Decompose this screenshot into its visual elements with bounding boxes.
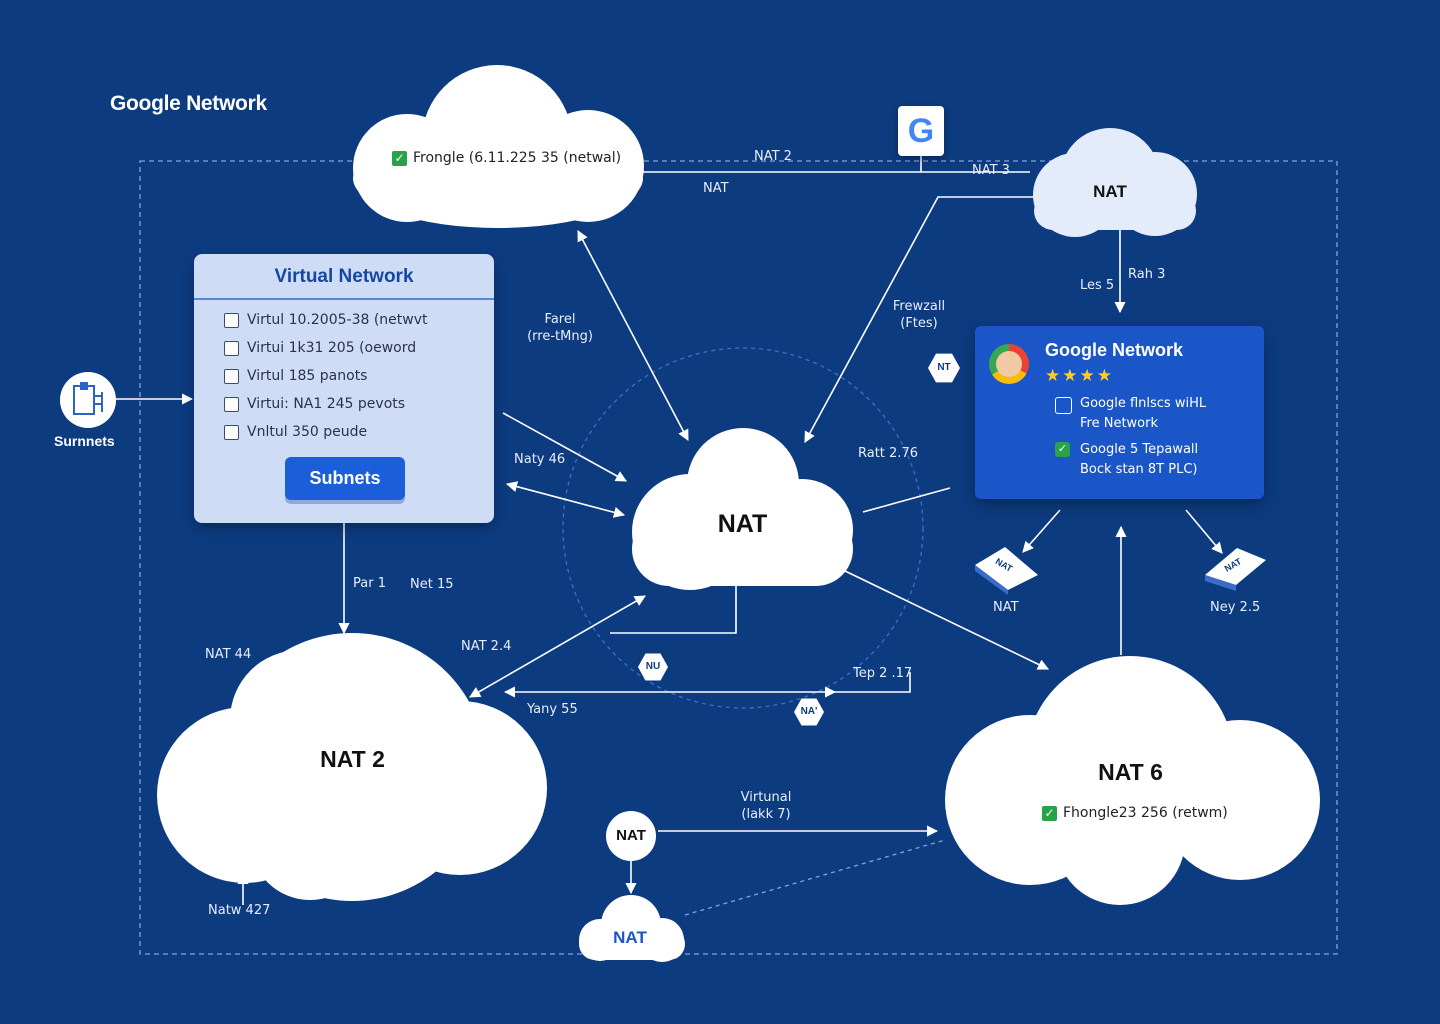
label-tep217: Tep 2 .17 bbox=[853, 666, 913, 681]
link-top-cloud-center bbox=[577, 230, 689, 441]
subnets-icon-label: Surnnets bbox=[54, 433, 115, 449]
rating-stars: ★★★★ bbox=[1045, 366, 1114, 385]
cloud-right-bottom-label: NAT 6 bbox=[1098, 759, 1163, 785]
center-halo bbox=[562, 347, 924, 709]
cloud-right-bottom-text: Fhongle23 256 (retwm) bbox=[1063, 805, 1228, 821]
label-natw427: Natw 427 bbox=[208, 903, 271, 918]
link-vnet-center-1 bbox=[502, 412, 627, 482]
cloud-top-text: Frongle (6.11.225 35 (netwal) bbox=[413, 150, 622, 166]
label-nat-top: NAT bbox=[703, 181, 729, 196]
page-title: Google Network bbox=[110, 92, 267, 115]
link-gcard-left-diamond bbox=[1022, 509, 1061, 553]
cloud-top-label: ✓ Frongle (6.11.225 35 (netwal) bbox=[392, 150, 621, 166]
cloud-top-right-label: NAT bbox=[1093, 182, 1127, 201]
google-card-line1: Google flnlscs wiHL Fre Network bbox=[1080, 396, 1207, 431]
vnet-item[interactable]: Virtui 1k31 205 (oeword bbox=[224, 340, 416, 356]
virtual-network-title: Virtual Network bbox=[194, 254, 494, 300]
check-icon: ✓ bbox=[1042, 805, 1057, 821]
vnet-item-label: Vnltul 350 peude bbox=[247, 424, 368, 440]
link-center-down bbox=[610, 586, 737, 634]
cloud-center bbox=[632, 428, 853, 590]
label-ratt276: Ratt 2.76 bbox=[858, 446, 918, 461]
label-nat24: NAT 2.4 bbox=[461, 639, 512, 654]
google-network-card: Google Network ★★★★ Google flnlscs wiHL … bbox=[975, 326, 1264, 499]
check-icon: ✓ bbox=[392, 150, 407, 166]
google-card-title: Google Network bbox=[1045, 340, 1184, 360]
tablet-icon bbox=[1055, 397, 1072, 414]
label-firewall: Frewzall (Ftes) bbox=[892, 299, 946, 331]
diamond-right-shape bbox=[1205, 548, 1266, 591]
server-icon bbox=[73, 382, 103, 415]
cloud-bottom-small-label: NAT bbox=[613, 928, 647, 947]
google-card-line2: Google 5 Tepawall Bock stan 8T PLC) bbox=[1080, 442, 1199, 477]
label-nat44: NAT 44 bbox=[205, 647, 252, 662]
label-virtual: Virtunal (lakk 7) bbox=[740, 790, 792, 822]
link-tep bbox=[835, 672, 911, 693]
google-logo-icon: G bbox=[898, 106, 944, 156]
label-ney25: Ney 2.5 bbox=[1210, 600, 1261, 615]
vnet-item[interactable]: Virtul 10.2005-38 (netwvt bbox=[224, 312, 428, 328]
cloud-top bbox=[353, 65, 644, 228]
nat-circle-node bbox=[606, 811, 656, 861]
nat-circle-label: NAT bbox=[616, 827, 646, 844]
vnet-item-label: Virtui 1k31 205 (oeword bbox=[247, 340, 417, 356]
link-center-nat6 bbox=[842, 569, 1050, 670]
checkbox-icon[interactable] bbox=[224, 312, 239, 328]
nu-badge: NU bbox=[638, 653, 668, 681]
network-boundary bbox=[139, 160, 1338, 955]
vnet-item-label: Virtui: NA1 245 pevots bbox=[247, 396, 406, 412]
cloud-left-bottom-label: NAT 2 bbox=[320, 746, 385, 772]
label-rah3: Rah 3 bbox=[1128, 267, 1166, 282]
label-nat-diamond-left: NAT bbox=[993, 600, 1019, 615]
label-les5: Les 5 bbox=[1080, 278, 1115, 293]
checkbox-icon[interactable] bbox=[224, 340, 239, 356]
checkbox-icon[interactable] bbox=[224, 368, 239, 384]
link-center-gcard bbox=[862, 487, 951, 513]
cloud-left-bottom bbox=[157, 633, 547, 901]
vnet-item[interactable]: Virtui: NA1 245 pevots bbox=[224, 396, 405, 412]
vnet-item[interactable]: Vnltul 350 peude bbox=[224, 424, 367, 440]
link-small-nat6 bbox=[684, 839, 946, 916]
label-net15: Net 15 bbox=[410, 577, 454, 592]
cloud-right-bottom bbox=[945, 656, 1320, 905]
vnet-item[interactable]: Virtul 185 panots bbox=[224, 368, 367, 384]
vnet-item-label: Virtul 10.2005-38 (netwvt bbox=[247, 312, 428, 328]
label-naty46: Naty 46 bbox=[514, 452, 566, 467]
label-farel: Farel (rre-tMng) bbox=[527, 312, 593, 344]
label-nat3: NAT 3 bbox=[972, 163, 1010, 178]
check-icon: ✓ bbox=[1055, 442, 1070, 457]
checkbox-icon[interactable] bbox=[224, 396, 239, 412]
subnets-button[interactable]: Subnets bbox=[285, 457, 405, 500]
cloud-bottom-small bbox=[579, 895, 685, 962]
link-gcard-right-diamond bbox=[1185, 509, 1223, 554]
cloud-top-right bbox=[1033, 128, 1197, 237]
subnets-icon[interactable] bbox=[60, 372, 116, 428]
link-nat2-center bbox=[469, 595, 646, 698]
virtual-network-panel: Virtual Network Virtul 10.2005-38 (netwv… bbox=[194, 254, 494, 523]
checkbox-icon[interactable] bbox=[224, 424, 239, 440]
cloud-center-label: NAT bbox=[717, 510, 768, 538]
label-nat2-top: NAT 2 bbox=[754, 149, 792, 164]
vnet-item-label: Virtul 185 panots bbox=[247, 368, 368, 384]
label-yany55: Yany 55 bbox=[527, 702, 578, 717]
cloud-right-bottom-check: ✓ Fhongle23 256 (retwm) bbox=[1042, 805, 1228, 821]
link-nat-firewall bbox=[804, 196, 1035, 443]
avatar bbox=[989, 344, 1029, 384]
link-vnet-center-2 bbox=[505, 481, 626, 518]
na-badge: NA' bbox=[794, 698, 824, 726]
label-par1: Par 1 bbox=[353, 576, 386, 591]
diamond-left-shape bbox=[975, 547, 1038, 595]
